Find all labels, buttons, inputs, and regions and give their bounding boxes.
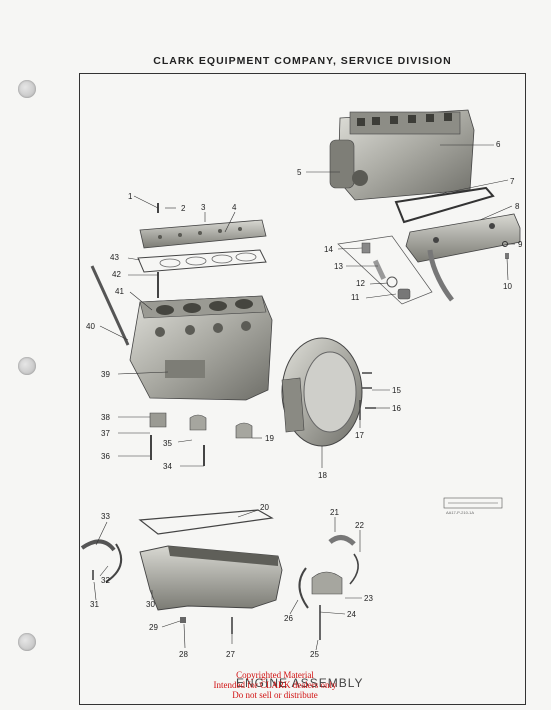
callout-27: 27 [226,650,235,659]
callout-26: 26 [284,614,293,623]
callout-31: 31 [90,600,99,609]
callout-1: 1 [128,192,133,201]
callout-8: 8 [515,202,520,211]
figure-title: ENGINE ASSEMBLY [236,676,364,690]
watermark-line: Copyrighted Material [236,670,314,680]
callout-7: 7 [510,177,515,186]
callout-38: 38 [101,413,110,422]
engine-block-39 [129,295,273,401]
callout-2: 2 [181,204,186,213]
head-gasket-43 [137,249,267,273]
callout-18: 18 [318,471,327,480]
callout-11: 11 [351,293,360,302]
callout-21: 21 [330,508,339,517]
callout-41: 41 [115,287,124,296]
callout-15: 15 [392,386,401,395]
oil-pan-30 [139,545,283,611]
callout-33: 33 [101,512,110,521]
figure-frame [79,73,526,705]
scale-bar [443,497,503,509]
flywheel-housing-18 [281,337,363,447]
callout-labels: 1 2 3 4 5 6 7 8 9 10 11 12 13 14 15 16 1… [86,140,523,659]
callout-6: 6 [496,140,501,149]
gasket-7 [394,186,495,224]
callout-3: 3 [201,203,206,212]
callout-24: 24 [347,610,356,619]
callout-14: 14 [324,245,333,254]
callout-16: 16 [392,404,401,413]
copyright-watermark: Copyrighted Material Intended for CLARK … [200,670,350,700]
callout-25: 25 [310,650,319,659]
callout-20: 20 [260,503,269,512]
callout-36: 36 [101,452,110,461]
callout-12: 12 [356,279,365,288]
binder-hole [18,357,36,375]
oil-pan-gasket-20 [138,509,274,535]
callout-9: 9 [518,240,523,249]
binder-hole [18,633,36,651]
callout-39: 39 [101,370,110,379]
watermark-line: Do not sell or distribute [232,690,318,700]
callout-22: 22 [355,521,364,530]
callout-34: 34 [163,462,172,471]
callout-13: 13 [334,262,343,271]
dipstick-40 [90,265,130,346]
callout-40: 40 [86,322,95,331]
watermark-line: Intended for CLARK dealers only [213,680,337,690]
callout-10: 10 [503,282,512,291]
scale-code: AA17-P-210-1A [446,510,474,515]
cylinder-head-3 [139,219,267,249]
callout-23: 23 [364,594,373,603]
engine-block-upper [329,109,475,201]
callout-43: 43 [110,253,119,262]
callout-5: 5 [297,168,302,177]
callout-37: 37 [101,429,110,438]
callout-35: 35 [163,439,172,448]
callout-30: 30 [146,600,155,609]
callout-19: 19 [265,434,274,443]
callout-42: 42 [112,270,121,279]
callout-29: 29 [149,623,158,632]
callout-17: 17 [355,431,364,440]
callout-4: 4 [232,203,237,212]
page-header: CLARK EQUIPMENT COMPANY, SERVICE DIVISIO… [153,55,452,67]
callout-28: 28 [179,650,188,659]
binder-hole [18,80,36,98]
side-cover-8 [405,213,521,302]
callout-32: 32 [101,576,110,585]
leader-lines [93,144,515,651]
